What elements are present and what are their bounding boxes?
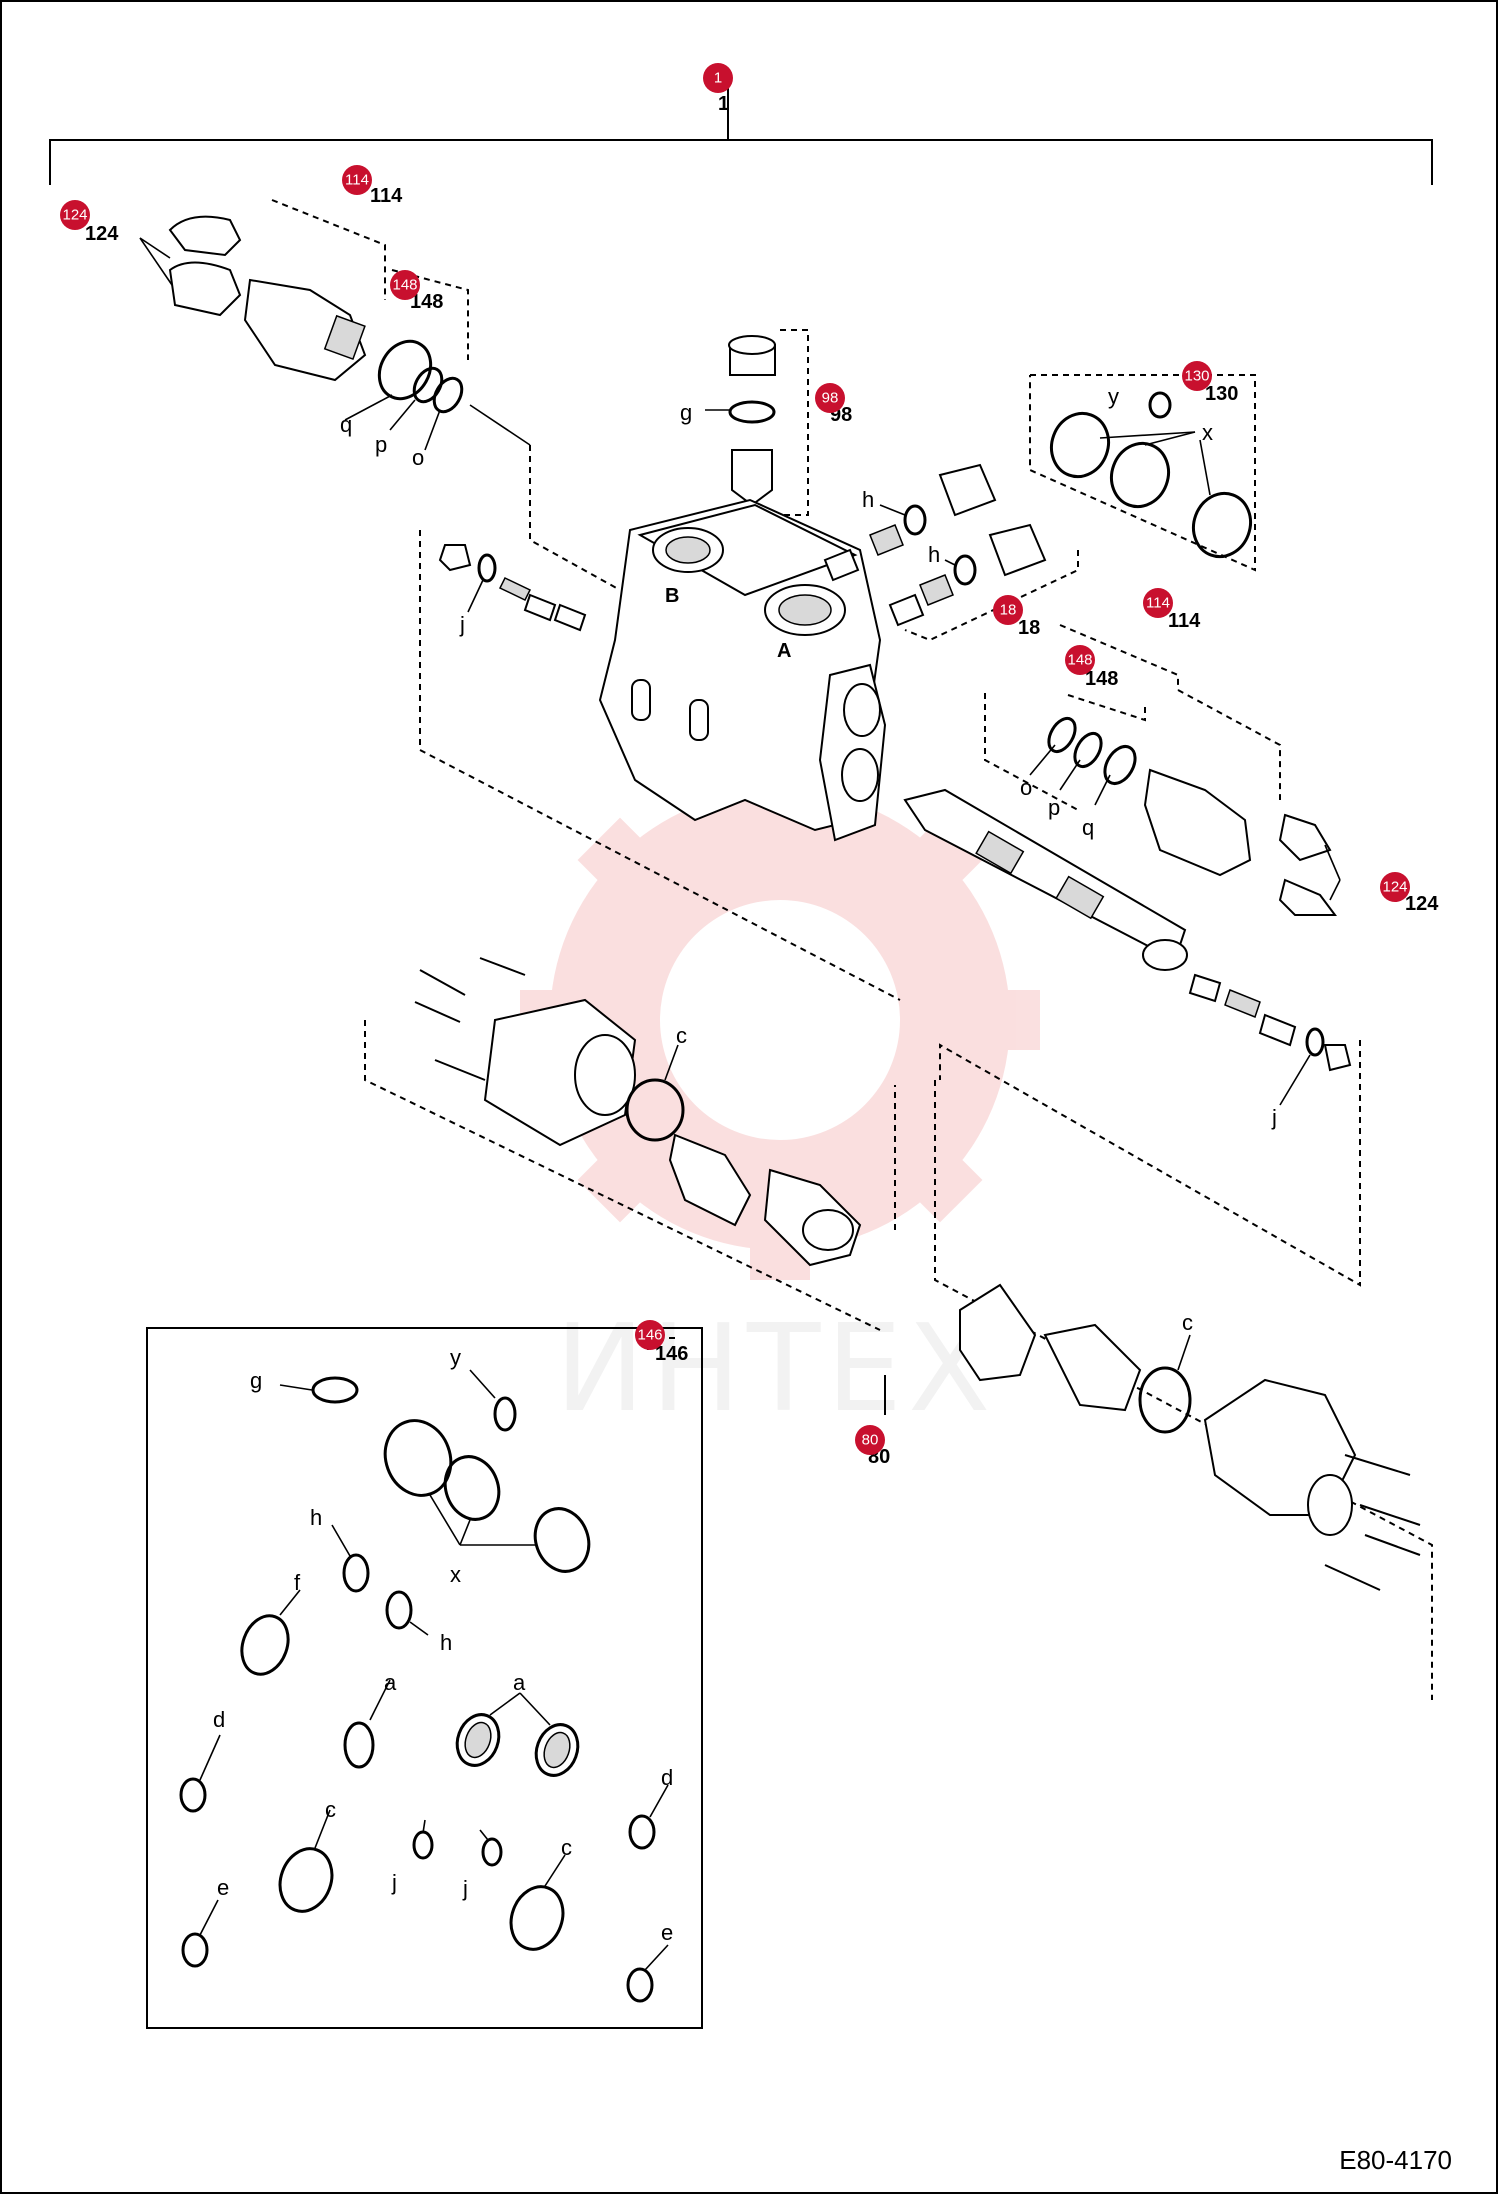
relief-valve-upper-left [139,199,621,591]
svg-text:124: 124 [1382,879,1407,896]
label-124-top: 124 [85,223,119,245]
letter-c1: c [676,1023,687,1048]
assembly-bracket [49,85,1433,185]
callout-146[interactable]: 146 [635,1320,665,1350]
svg-text:80: 80 [862,1432,879,1449]
letter-x: x [1202,420,1213,445]
kit-letter-e1: e [217,1875,229,1900]
part-labels: 1 114 124 148 98 130 18 114 148 124 80 1… [85,93,1439,1945]
kit-letter-j1: j [391,1870,397,1895]
letter-c2: c [1182,1310,1193,1335]
svg-text:B: B [665,585,679,607]
letter-o2: o [1020,775,1032,800]
kit-letter-c2: c [561,1835,572,1860]
svg-text:114: 114 [345,172,369,189]
kit-letter-d2: d [661,1765,673,1790]
drawing-code: E80-4170 [1339,2145,1452,2175]
callout-148-top[interactable]: 148 [390,270,420,300]
label-1: 1 [718,93,729,115]
callout-18[interactable]: 18 [993,595,1023,625]
kit-letter-c1: c [325,1797,336,1822]
callout-114-top[interactable]: 114 [342,165,372,195]
svg-text:146: 146 [637,1327,662,1344]
callout-148-right[interactable]: 148 [1065,645,1095,675]
svg-text:148: 148 [392,277,417,294]
svg-text:124: 124 [62,207,87,224]
callout-130[interactable]: 130 [1182,361,1212,391]
letter-p: p [375,432,387,457]
label-130: 130 [1205,383,1238,405]
svg-text:18: 18 [1000,602,1017,619]
svg-text:1: 1 [714,70,722,87]
letter-q2: q [1082,815,1094,840]
kit-letter-e2: e [661,1920,673,1945]
kit-letter-a2: a [513,1670,526,1695]
valve-body: B A [598,498,887,842]
callout-1[interactable]: 1 [703,63,733,93]
label-114-top: 114 [370,185,403,207]
callout-124-top[interactable]: 124 [60,200,90,230]
kit-letter-h1: h [310,1505,322,1530]
label-114-right: 114 [1168,610,1201,632]
letter-o: o [412,445,424,470]
letter-j1: j [459,612,465,637]
letter-j2: j [1271,1105,1277,1130]
callout-114-right[interactable]: 114 [1143,588,1173,618]
relief-parts-18 [823,463,1079,642]
ring-set-130 [1029,374,1256,572]
main-spool [903,788,1361,1287]
svg-text:A: A [777,640,791,662]
label-148-top: 148 [410,291,443,313]
letter-p2: p [1048,795,1060,820]
letter-y: y [1108,384,1119,409]
spring-cover-right [884,1080,1433,1700]
kit-letter-j2: j [462,1876,468,1901]
label-18: 18 [1018,617,1040,639]
svg-text:114: 114 [1146,595,1170,612]
watermark: ИНТЕХ [520,760,1040,1439]
letter-g: g [680,400,692,425]
callout-98[interactable]: 98 [815,383,845,413]
svg-text:148: 148 [1067,652,1092,669]
spring-cover-left [364,957,896,1331]
label-124-right: 124 [1405,893,1439,915]
label-146: 146 [655,1343,688,1365]
kit-letter-y: y [450,1345,461,1370]
kit-letter-d1: d [213,1707,225,1732]
label-148-right: 148 [1085,668,1118,690]
callout-80[interactable]: 80 [855,1425,885,1455]
callout-124-right[interactable]: 124 [1380,872,1410,902]
letter-q: q [340,412,352,437]
letter-h1: h [862,487,874,512]
kit-letter-h2: h [440,1630,452,1655]
kit-letter-a1: a [384,1670,397,1695]
kit-letter-x: x [450,1562,461,1587]
kit-letter-g: g [250,1368,262,1393]
letter-h2: h [928,542,940,567]
svg-text:98: 98 [822,390,839,407]
watermark-text: ИНТЕХ [555,1300,996,1439]
relief-valve-right [984,624,1341,916]
svg-text:130: 130 [1184,368,1209,385]
kit-letter-f: f [294,1570,301,1595]
left-small-parts [419,530,901,1001]
